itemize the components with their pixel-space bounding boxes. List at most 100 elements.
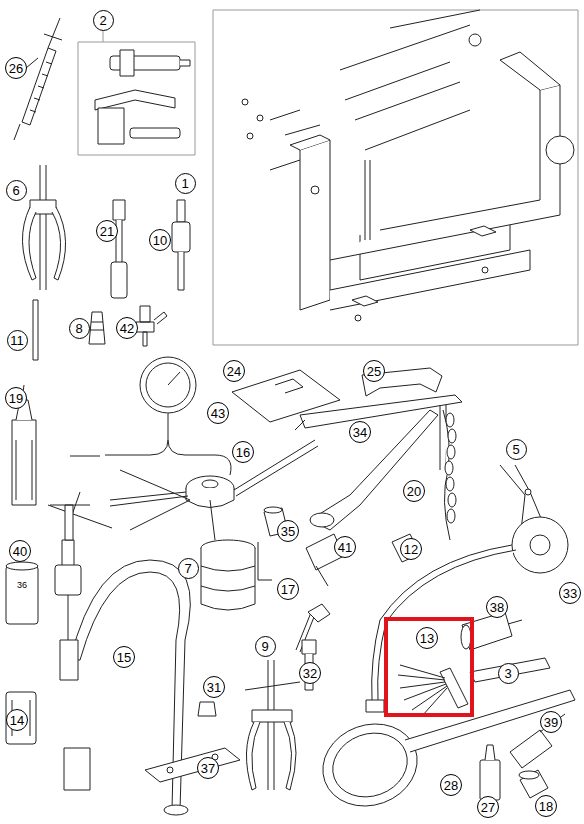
callout-circle: 7 xyxy=(178,558,199,579)
crankshaft-puller xyxy=(120,470,190,530)
callout-circle: 41 xyxy=(334,536,356,558)
clutch-holder xyxy=(311,711,429,819)
callout-number: 11 xyxy=(10,334,24,347)
engine-stand xyxy=(311,186,319,194)
flywheel-puller xyxy=(512,517,568,573)
callout-number: 24 xyxy=(227,365,241,378)
callout-number: 7 xyxy=(184,562,191,575)
syringe xyxy=(14,18,62,140)
two-arm-puller xyxy=(198,702,216,716)
flywheel-puller xyxy=(530,535,550,555)
callout-circle: 6 xyxy=(6,180,27,201)
clutch-holder xyxy=(311,690,575,819)
callout-circle: 37 xyxy=(197,757,219,779)
chain-tool xyxy=(300,395,462,428)
chain xyxy=(447,445,455,459)
misc-tools xyxy=(201,566,255,591)
chain xyxy=(448,493,456,507)
callout-number: 35 xyxy=(281,525,295,538)
pressure-gauge xyxy=(146,363,190,407)
bearing-tool xyxy=(120,50,134,76)
chain xyxy=(447,509,455,523)
flywheel-puller xyxy=(366,517,568,712)
callout-number: 40 xyxy=(13,545,27,558)
engine-stand xyxy=(290,135,330,150)
puller xyxy=(22,165,65,290)
callout-number: 43 xyxy=(211,407,225,420)
callout-number: 33 xyxy=(563,587,577,600)
drift-tools xyxy=(178,252,184,290)
callout-number: 19 xyxy=(9,392,23,405)
small-tools xyxy=(136,306,167,346)
callout-circle: 1 xyxy=(175,173,196,194)
callout-number: 21 xyxy=(100,225,114,238)
small-tools xyxy=(33,300,167,360)
misc-tools-2 xyxy=(470,658,550,682)
small-tools xyxy=(90,322,104,330)
callout-circle: 43 xyxy=(207,402,229,424)
callout-circle: 31 xyxy=(203,676,225,698)
valve-spring-compressor xyxy=(164,805,188,815)
chain xyxy=(445,461,453,475)
callout-circle: 18 xyxy=(535,795,557,817)
sealant-tube xyxy=(16,440,32,500)
crankshaft-puller xyxy=(202,480,218,488)
pressure-gauge xyxy=(105,413,215,455)
puller xyxy=(22,207,36,280)
callout-number: 37 xyxy=(201,762,215,775)
callout-circle: 11 xyxy=(7,330,28,351)
valve-spring-compressor xyxy=(50,505,190,815)
bearing-tool xyxy=(95,50,190,144)
chain-tool xyxy=(295,395,462,540)
group-frame xyxy=(78,10,578,345)
chain-tool xyxy=(310,513,334,527)
small-parts xyxy=(167,767,173,773)
callout-number: 5 xyxy=(512,443,519,456)
callout-number: 12 xyxy=(404,543,418,556)
syringe xyxy=(30,62,52,112)
callout-number: 28 xyxy=(444,779,458,792)
callout-circle: 13 xyxy=(416,627,438,649)
callout-number: 16 xyxy=(236,446,250,459)
group-frame xyxy=(103,30,104,42)
drift-tools xyxy=(177,200,185,222)
misc-tools xyxy=(258,542,272,580)
two-arm-puller xyxy=(252,710,292,722)
callout-number: 20 xyxy=(407,485,421,498)
engine-stand xyxy=(257,115,263,121)
misc-tools-3 xyxy=(520,770,548,798)
callout-circle: 16 xyxy=(232,441,254,463)
chain xyxy=(446,477,454,491)
pressure-gauge xyxy=(140,357,196,413)
callout-circle: 20 xyxy=(403,480,425,502)
socket xyxy=(6,566,38,624)
callout-circle: 28 xyxy=(440,774,462,796)
pressure-gauge xyxy=(70,357,231,475)
engine-stand xyxy=(247,133,253,139)
callout-circle: 25 xyxy=(363,360,385,382)
bearing-tool xyxy=(180,60,190,66)
callout-circle: 33 xyxy=(559,582,581,604)
small-tools xyxy=(89,312,105,344)
callout-circle: 24 xyxy=(223,360,245,382)
two-arm-puller xyxy=(198,640,316,790)
syringe xyxy=(22,48,56,125)
callout-circle: 9 xyxy=(255,636,276,657)
engine-stand xyxy=(330,85,560,260)
small-parts xyxy=(6,692,240,782)
callout-circle: 40 xyxy=(9,540,31,562)
valve-spring-compressor xyxy=(60,640,78,680)
callout-circle: 3 xyxy=(498,663,519,684)
two-arm-puller xyxy=(302,640,316,654)
drift-tools xyxy=(111,262,127,298)
valve-spring-compressor xyxy=(50,505,90,506)
callout-number: 10 xyxy=(153,234,167,247)
callout-number: 26 xyxy=(9,62,23,75)
clutch-holder xyxy=(324,723,417,807)
callout-number: 31 xyxy=(207,681,221,694)
crankshaft-puller xyxy=(48,492,112,528)
feeler-gauge xyxy=(398,665,447,716)
callout-circle: 8 xyxy=(69,318,90,339)
callout-circle: 38 xyxy=(486,596,508,618)
callout-circle: 21 xyxy=(96,220,118,242)
